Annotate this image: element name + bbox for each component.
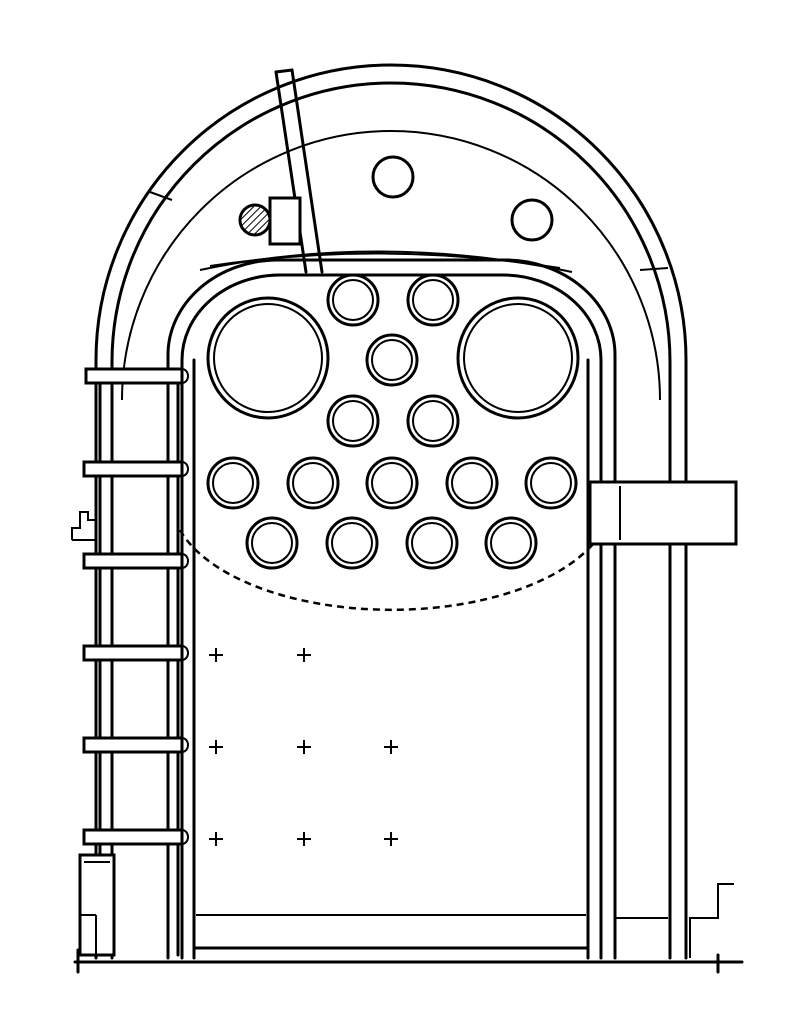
side-nozzle <box>588 480 738 546</box>
tube <box>245 516 299 570</box>
outer-casing <box>94 63 688 960</box>
ladder-rung <box>82 828 189 846</box>
ladder-rung <box>82 736 189 754</box>
tube <box>484 516 538 570</box>
tube <box>365 456 419 510</box>
inner-firebox <box>166 258 617 960</box>
tube <box>445 456 499 510</box>
ladder-rung <box>82 644 189 662</box>
tube <box>286 456 340 510</box>
tube <box>405 516 459 570</box>
smoke-tubes <box>206 273 578 570</box>
tube <box>524 456 578 510</box>
tube <box>406 273 460 327</box>
tube <box>326 394 380 448</box>
cross-marker <box>384 832 398 846</box>
tube <box>325 516 379 570</box>
ladder-rung <box>82 552 189 570</box>
base-equipment-box <box>78 853 116 957</box>
cross-marker <box>297 832 311 846</box>
cross-marker <box>297 648 311 662</box>
shell-openings <box>371 155 554 242</box>
left-fitting <box>71 511 96 541</box>
tube <box>365 333 419 387</box>
ladder-rung <box>82 460 189 478</box>
stay-markers <box>209 648 398 846</box>
tube <box>326 273 380 327</box>
cross-marker <box>384 740 398 754</box>
ground-line <box>73 948 744 974</box>
top-baffle-inner <box>209 252 561 269</box>
base-step <box>616 883 734 958</box>
cross-marker <box>209 740 223 754</box>
cross-marker <box>209 648 223 662</box>
ladder-rung <box>84 367 189 385</box>
tube <box>406 394 460 448</box>
tube <box>206 456 260 510</box>
cross-marker <box>297 740 311 754</box>
furnace-flues <box>206 296 580 420</box>
hatched-circle-symbol <box>238 203 272 237</box>
bracket <box>268 196 302 246</box>
cross-marker <box>209 832 223 846</box>
shell-dashed-outline <box>178 529 602 612</box>
